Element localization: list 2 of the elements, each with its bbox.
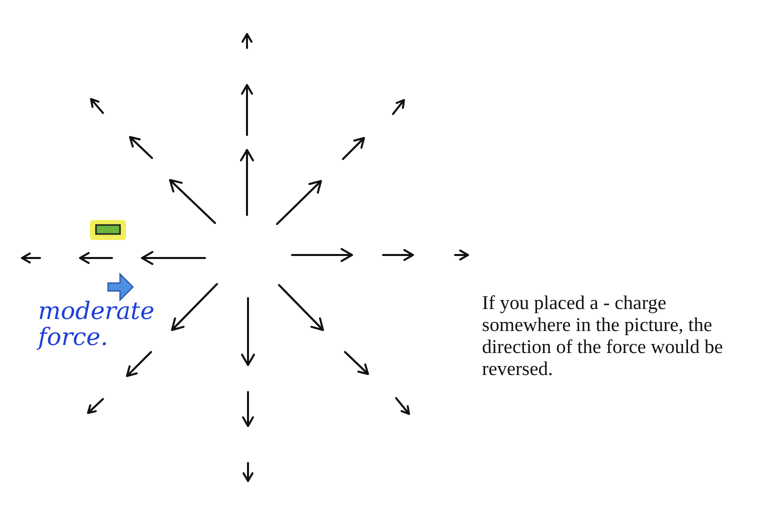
note-text: If you placed a - charge somewhere in the picture, the direction of the force would be reversed.	[482, 293, 724, 381]
force-label: moderate force.	[38, 298, 156, 350]
